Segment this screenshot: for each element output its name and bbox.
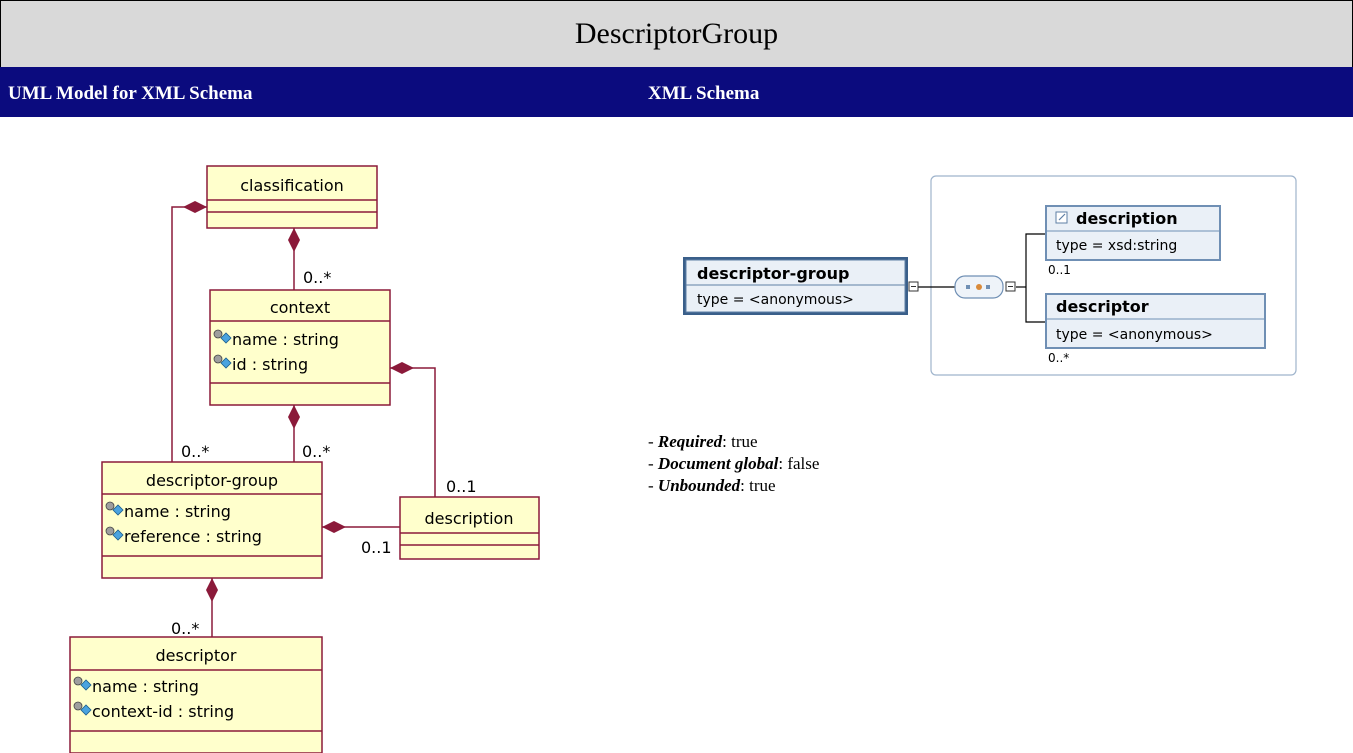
class-attribute: reference : string — [124, 527, 262, 546]
multiplicity-label: 0..* — [302, 442, 330, 461]
multiplicity-label: 0..1 — [361, 538, 392, 557]
multiplicity-label: 0..1 — [446, 477, 477, 496]
page-title: DescriptorGroup — [0, 0, 1353, 67]
sequence-compositor-icon[interactable] — [954, 275, 1004, 299]
composition-diamond — [322, 521, 346, 533]
class-name: context — [270, 298, 330, 317]
uml-class-description: description — [399, 496, 540, 560]
attribute-key-icon — [73, 701, 92, 716]
occurrence-label: 0..1 — [1048, 263, 1071, 277]
class-attribute: name : string — [232, 330, 339, 349]
xsd-element-name: description — [1076, 209, 1178, 228]
uml-class-descriptor-group: descriptor-group name : string reference… — [101, 461, 323, 579]
composition-diamond — [206, 578, 218, 602]
uml-class-descriptor: descriptor name : string context-id : st… — [69, 636, 323, 753]
composition-diamond — [288, 228, 300, 252]
class-name: descriptor-group — [146, 471, 278, 490]
uml-class-classification: classification — [206, 165, 378, 229]
attribute-key-icon — [213, 354, 232, 369]
uml-header-label: UML Model for XML Schema — [8, 83, 253, 104]
uml-diagram: classification context name : string id … — [69, 165, 540, 753]
xsd-element-name: descriptor — [1056, 297, 1149, 316]
class-attribute: context-id : string — [92, 702, 234, 721]
property-unbounded: - Unbounded: true — [648, 476, 776, 495]
property-required: - Required: true — [648, 432, 758, 451]
property-document-global: - Document global: false — [648, 454, 820, 473]
occurrence-label: 0..* — [1048, 351, 1069, 365]
xsd-element-type: type = <anonymous> — [1056, 327, 1213, 343]
attribute-key-icon — [73, 676, 92, 691]
attribute-key-icon — [105, 501, 124, 516]
attribute-key-icon — [213, 329, 232, 344]
class-attribute: name : string — [92, 677, 199, 696]
xsd-element-type: type = xsd:string — [1056, 238, 1177, 254]
xsd-element-name: descriptor-group — [697, 264, 850, 283]
xsd-header-label: XML Schema — [648, 83, 760, 104]
collapse-toggle-icon[interactable] — [1005, 281, 1016, 292]
collapse-toggle-icon[interactable] — [908, 281, 919, 292]
attribute-key-icon — [105, 526, 124, 541]
uml-class-context: context name : string id : string — [209, 289, 391, 406]
schema-properties: - Required: true - Document global: fals… — [648, 431, 819, 497]
class-name: descriptor — [156, 646, 237, 665]
class-attribute: name : string — [124, 502, 231, 521]
xsd-root-element: descriptor-group type = <anonymous> — [683, 257, 908, 315]
class-name: classification — [240, 176, 344, 195]
class-attribute: id : string — [232, 355, 308, 374]
multiplicity-label: 0..* — [171, 619, 199, 638]
reference-icon — [1055, 211, 1068, 224]
multiplicity-label: 0..* — [303, 268, 331, 287]
xsd-child-description: description type = xsd:string 0..1 — [1045, 205, 1221, 277]
class-name: description — [425, 509, 514, 528]
composition-diamond — [288, 405, 300, 429]
xsd-element-type: type = <anonymous> — [697, 292, 854, 308]
xsd-diagram: descriptor-group type = <anonymous> desc… — [683, 175, 1297, 376]
xsd-child-descriptor: descriptor type = <anonymous> 0..* — [1045, 293, 1266, 365]
multiplicity-label: 0..* — [181, 442, 209, 461]
composition-diamond — [183, 201, 207, 213]
composition-diamond — [390, 362, 414, 374]
section-header: UML Model for XML Schema XML Schema — [0, 67, 1353, 117]
